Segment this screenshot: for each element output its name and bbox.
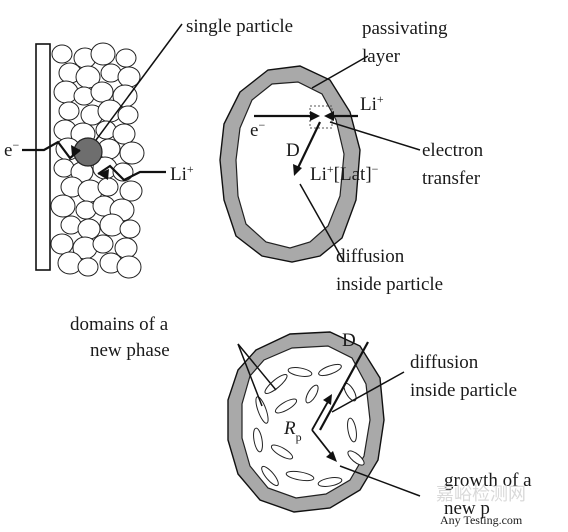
new-phase-domain xyxy=(347,450,365,466)
electrode-particle xyxy=(92,234,114,254)
electrode-particle xyxy=(50,194,76,218)
electron-label-left: e− xyxy=(4,138,19,161)
li-ion-arrow-left xyxy=(97,164,166,182)
diffusion-arrow-top xyxy=(293,121,321,176)
electrode-particle xyxy=(58,101,80,121)
new-phase-domain xyxy=(274,398,298,414)
electrode-particle xyxy=(119,141,145,165)
new-phase-domain xyxy=(261,465,279,487)
diffusion-pointer-top xyxy=(299,183,345,263)
electron-transfer-label-1: electron xyxy=(422,140,484,161)
electrode-particle xyxy=(112,162,134,182)
domains-pointer-1 xyxy=(237,343,277,391)
diffusion-label-top-2: inside particle xyxy=(336,274,443,295)
single-particle-label: single particle xyxy=(186,16,293,37)
li-lattice-label: Li+[Lat]− xyxy=(310,162,379,185)
particle-core xyxy=(235,81,345,249)
new-phase-domain xyxy=(347,417,357,443)
particle-cluster xyxy=(50,42,145,279)
new-phase-domain xyxy=(253,427,263,453)
new-phase-domain xyxy=(317,477,343,487)
new-phase-domains xyxy=(253,363,365,487)
li-ion-label-top: Li+ xyxy=(360,92,384,115)
electrode-particle xyxy=(112,123,136,145)
new-phase-domain xyxy=(305,384,319,404)
passivating-layer-label-1: passivating xyxy=(362,18,448,39)
electrode-particle xyxy=(77,218,101,240)
domains-label-2: new phase xyxy=(90,340,170,361)
new-phase-domain xyxy=(287,367,313,377)
watermark-text: 嘉峪检测网 xyxy=(436,484,526,505)
electrode-particle xyxy=(77,257,99,277)
passivating-layer-label-2: layer xyxy=(362,46,401,67)
new-phase-domain xyxy=(285,470,315,482)
new-phase-domain xyxy=(255,396,269,424)
electrode-particle xyxy=(50,233,74,255)
growth-label-2: new p xyxy=(444,498,490,519)
growth-label-1: growth of a xyxy=(444,470,532,491)
single-particle-pointer xyxy=(95,23,183,141)
domains-pointer-2 xyxy=(237,343,263,407)
electrode-particle xyxy=(90,42,116,66)
diffusion-label-top-1: diffusion xyxy=(336,246,405,267)
electrode-particle xyxy=(119,219,141,239)
electrode-particle xyxy=(115,48,137,68)
electron-arrow-left xyxy=(22,140,81,160)
diffusion-arrow-bottom xyxy=(319,341,369,431)
li-ion-label-left: Li+ xyxy=(170,162,194,185)
electrode-particle xyxy=(119,180,143,202)
diffusion-label-bottom-1: diffusion xyxy=(410,352,479,373)
diffusion-pointer-bottom xyxy=(331,371,405,413)
li-ion-arrow-top xyxy=(324,111,358,121)
diffusion-label-bottom-2: inside particle xyxy=(410,380,517,401)
radius-label: Rp xyxy=(283,418,302,444)
passivating-layer-pointer xyxy=(311,55,369,89)
growth-pointer xyxy=(339,465,421,497)
electrode-particle xyxy=(116,255,142,279)
new-phase-domain xyxy=(318,363,342,377)
electrode-particle xyxy=(51,44,73,64)
electrode-particle xyxy=(97,177,119,197)
domains-label-1: domains of a xyxy=(70,314,169,335)
electron-transfer-label-2: transfer xyxy=(422,168,481,189)
electron-arrow-top xyxy=(254,111,320,121)
diffusion-d-label-top: D xyxy=(286,140,300,161)
electrode-panel xyxy=(35,42,145,279)
phase-transition-particle xyxy=(227,331,385,513)
electrode-particle xyxy=(117,105,139,125)
electrode-particle xyxy=(90,81,114,103)
current-collector xyxy=(35,43,51,271)
electron-transfer-pointer xyxy=(329,121,421,151)
new-phase-domain xyxy=(264,373,288,395)
electron-label-top: e− xyxy=(250,118,265,141)
watermark-sub: Any Testing.com xyxy=(440,513,523,527)
new-phase-domain xyxy=(270,444,294,460)
radius-arrows xyxy=(311,394,337,462)
diffusion-d-label-bottom: D xyxy=(342,330,356,351)
